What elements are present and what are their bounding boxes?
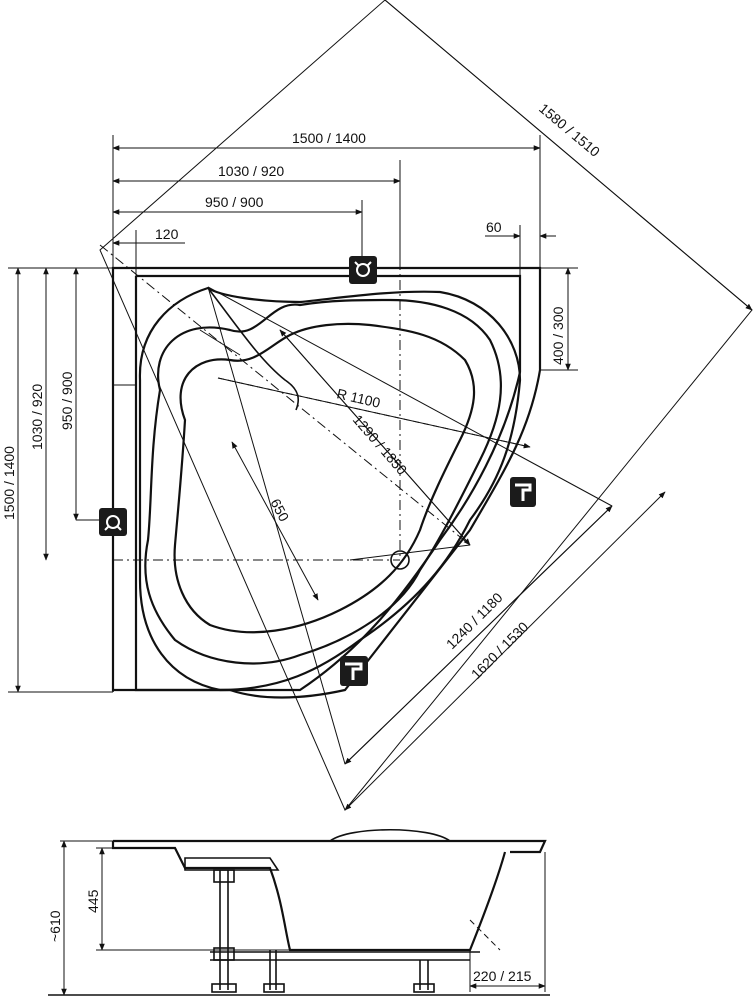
tub-section-lid xyxy=(329,828,451,842)
support-legs xyxy=(211,869,435,993)
dim-height-1030: 1030 / 920 xyxy=(29,384,45,450)
plan-view: 1500 / 1400 1030 / 920 950 / 900 120 60 … xyxy=(1,0,753,811)
dim-right-small: 400 / 300 xyxy=(550,306,566,365)
tub-flower-rim xyxy=(138,286,522,692)
dim-offset: 120 xyxy=(155,226,179,242)
dim-diagonal-outer: 1580 / 1510 xyxy=(536,100,603,160)
overflow-valve-icon xyxy=(99,508,127,536)
dim-right-offset: 60 xyxy=(486,219,502,235)
dim-total-height: ~610 xyxy=(47,910,63,942)
faucet-icon xyxy=(340,656,368,686)
dim-inner-diag: 1290 / 1850 xyxy=(350,411,411,477)
dim-inner-basin: 650 xyxy=(267,496,292,524)
dim-width-top: 1500 / 1400 xyxy=(292,130,366,146)
dim-height-950: 950 / 900 xyxy=(59,371,75,430)
dim-height-left: 1500 / 1400 xyxy=(1,446,17,520)
dim-radius: R 1100 xyxy=(335,385,382,411)
tub-inner-basin xyxy=(173,322,476,634)
tub-inner-basin-outer xyxy=(144,298,502,665)
tub-section-body xyxy=(111,841,507,952)
dim-bottom-offset: 220 / 215 xyxy=(473,968,532,984)
dim-to-drain: 1030 / 920 xyxy=(218,163,284,179)
faucet-icon xyxy=(510,477,536,507)
tub-section-rim xyxy=(113,839,547,854)
tub-section-seat xyxy=(184,857,280,871)
dim-to-valve: 950 / 900 xyxy=(205,194,264,210)
overflow-valve-icon xyxy=(349,256,377,284)
dim-inner-height: 445 xyxy=(85,889,101,913)
section-view: ~610 445 220 / 215 xyxy=(47,828,550,996)
